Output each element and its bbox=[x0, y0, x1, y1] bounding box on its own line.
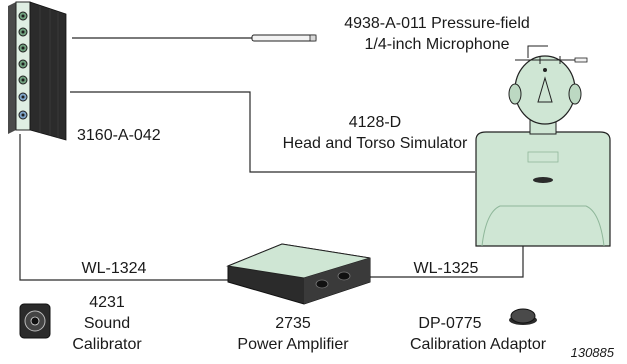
hats-label-line-2: Head and Torso Simulator bbox=[283, 135, 468, 152]
hats-label-line-1: 4128-D bbox=[349, 114, 401, 131]
microphone-icon bbox=[251, 34, 317, 42]
amplifier-label-line-2: Power Amplifier bbox=[237, 336, 349, 353]
power-amplifier-icon bbox=[226, 243, 371, 305]
microphone-label-line-1: 4938-A-011 Pressure-field bbox=[344, 15, 530, 32]
microphone-label-line-2: 1/4-inch Microphone bbox=[365, 36, 510, 53]
frontend-connectors bbox=[18, 11, 28, 120]
wire-wl-1325 bbox=[370, 246, 524, 278]
calibrator-label-line-2: Sound bbox=[84, 315, 130, 332]
figure-id: 130885 bbox=[571, 345, 615, 360]
adaptor-label-line-2: Calibration Adaptor bbox=[410, 336, 547, 353]
hats-icon bbox=[475, 45, 611, 247]
frontend-unit bbox=[8, 1, 67, 141]
wire-wl-1324 bbox=[19, 134, 228, 281]
amplifier-label-line-1: 2735 bbox=[275, 315, 311, 332]
cable-label-wl-1324: WL-1324 bbox=[82, 260, 147, 277]
adaptor-label-line-1: DP-0775 bbox=[418, 315, 481, 332]
wire-hats bbox=[70, 91, 475, 173]
adaptor-icon bbox=[509, 308, 537, 325]
frontend-label: 3160-A-042 bbox=[77, 127, 161, 144]
calibrator-icon bbox=[19, 303, 51, 339]
cable-label-wl-1325: WL-1325 bbox=[414, 260, 479, 277]
calibrator-label-line-1: 4231 bbox=[89, 294, 125, 311]
wires bbox=[19, 37, 524, 281]
calibrator-label-line-3: Calibrator bbox=[72, 336, 142, 353]
